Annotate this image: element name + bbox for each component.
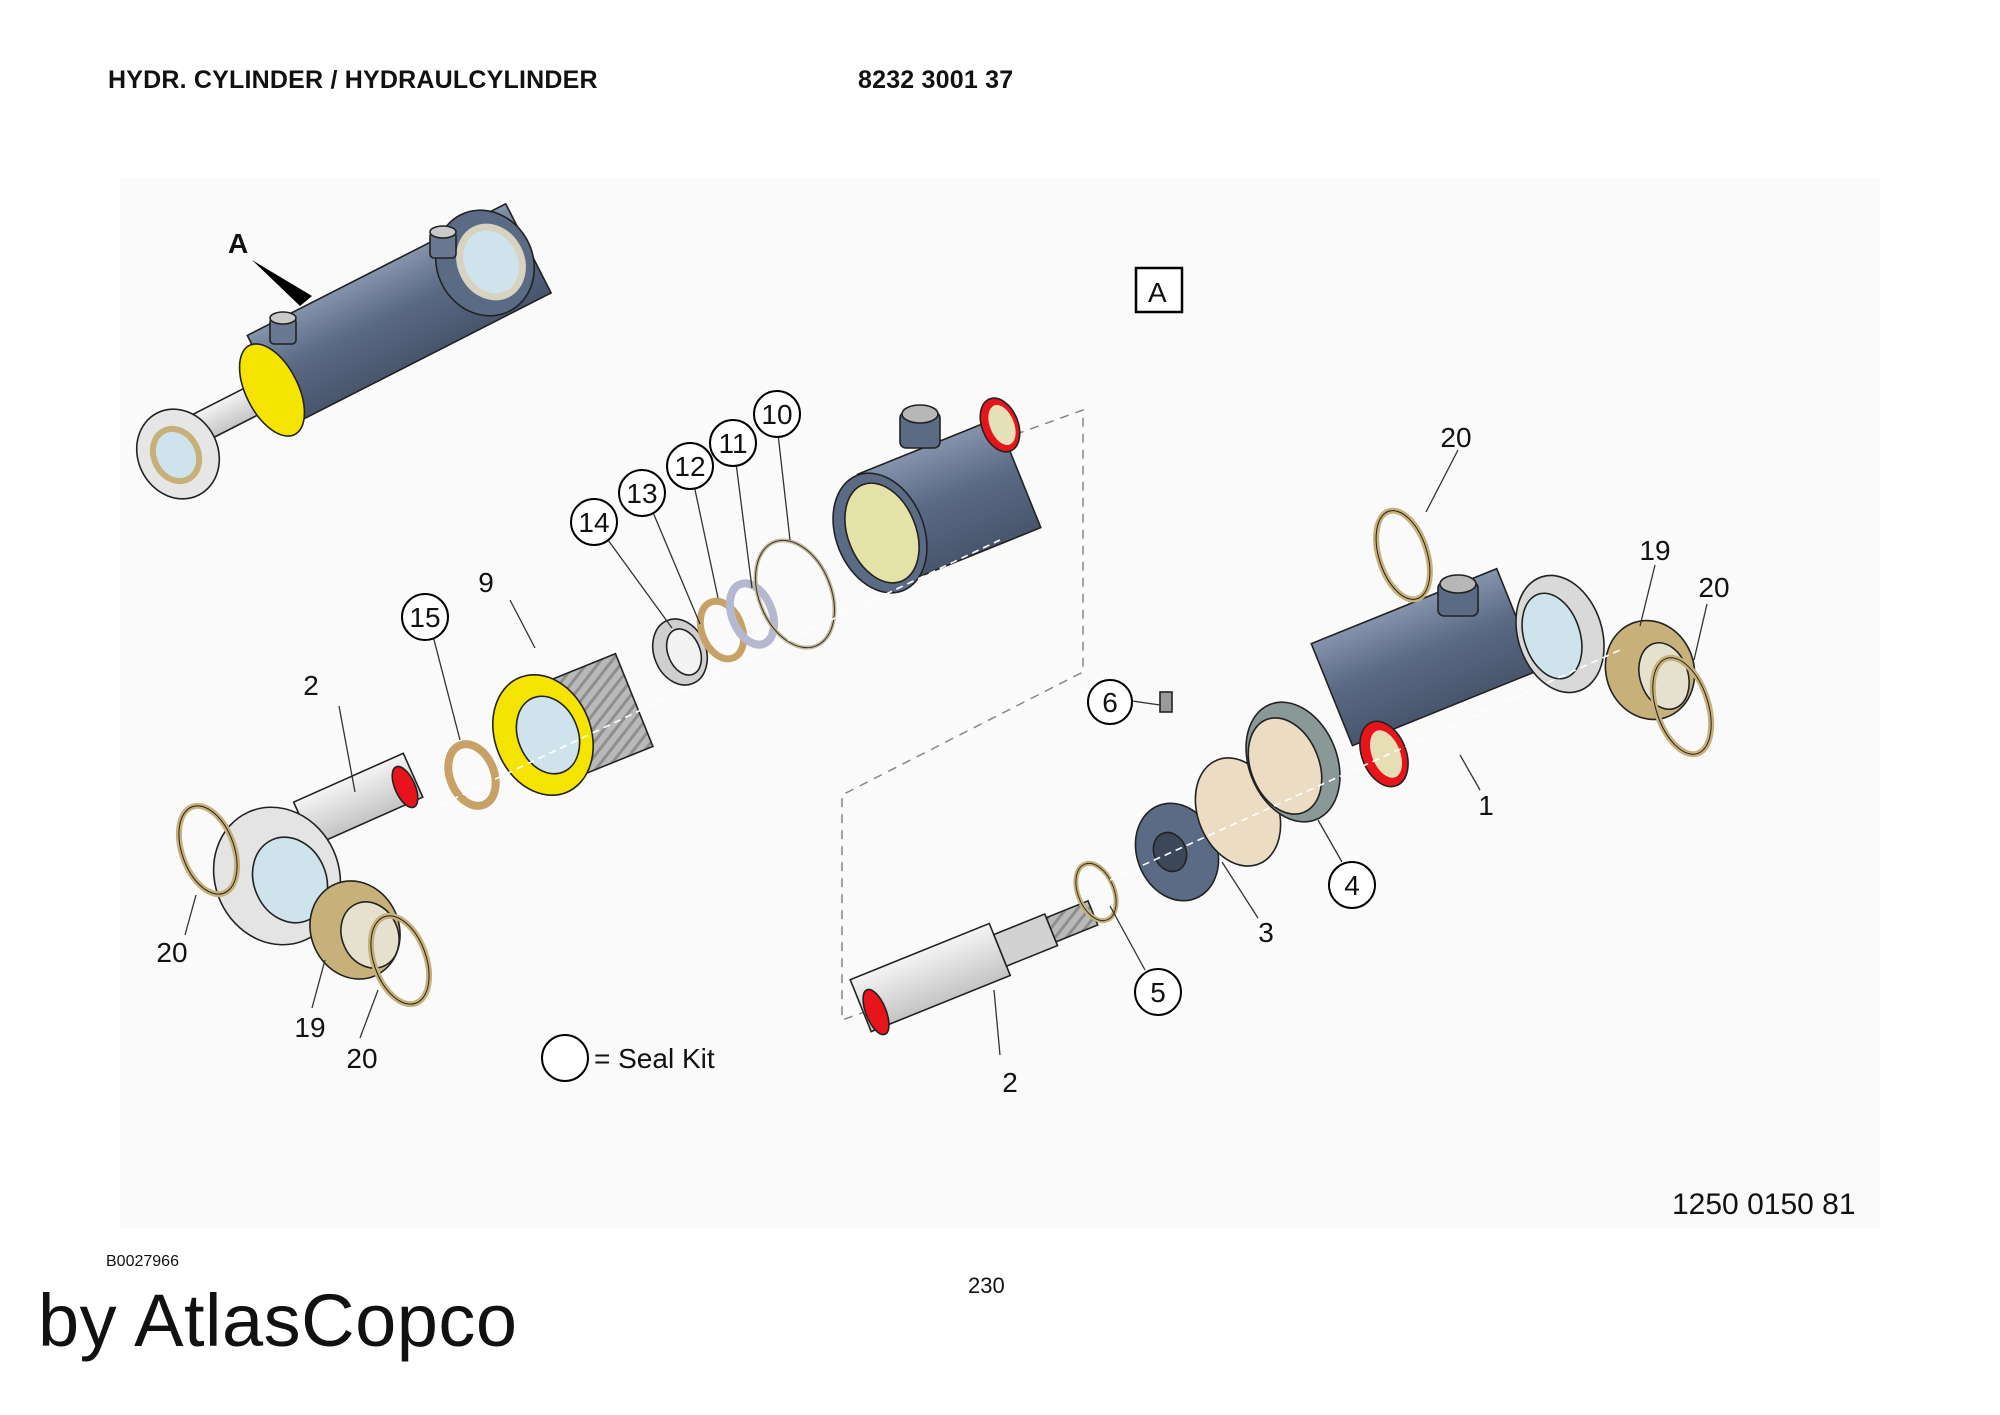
callout-12: 12: [674, 451, 705, 482]
assembly-guide: [841, 408, 1084, 1022]
cylinder-body: [1310, 507, 1715, 788]
piston-assembly: [1073, 691, 1341, 924]
callout-1: 1: [1478, 790, 1494, 821]
callout-14: 14: [578, 507, 609, 538]
callout-20-top: 20: [1440, 422, 1471, 453]
centre-axis-right: [1109, 649, 1621, 881]
cylinder-tube: [832, 397, 1042, 594]
callout-4: 4: [1344, 870, 1360, 901]
part-number: 8232 3001 37: [858, 66, 1014, 94]
view-box-label: A: [1148, 277, 1167, 308]
callout-19-left: 19: [294, 1012, 325, 1043]
piston-rod: [849, 899, 1099, 1036]
callout-2-lower: 2: [1002, 1067, 1018, 1098]
callout-20-bottom: 20: [346, 1043, 377, 1074]
view-arrow: [252, 260, 312, 306]
page-number: 230: [968, 1273, 1005, 1298]
drawing-code: B0027966: [106, 1253, 179, 1270]
callout-19-right: 19: [1639, 535, 1670, 566]
callout-2-upper: 2: [303, 670, 319, 701]
callout-20-left: 20: [156, 937, 187, 968]
reference-number: 1250 0150 81: [1672, 1188, 1856, 1221]
centre-axis-left: [429, 539, 1001, 811]
callout-5: 5: [1150, 977, 1166, 1008]
seal-kit-circles: [401, 390, 1376, 1082]
callout-9: 9: [478, 567, 494, 598]
seal-kit-legend: = Seal Kit: [594, 1043, 715, 1074]
callout-20-right: 20: [1698, 572, 1729, 603]
watermark-text: by AtlasCopco: [38, 1279, 518, 1362]
callout-3: 3: [1258, 917, 1274, 948]
callout-10: 10: [761, 399, 792, 430]
gland-and-seals: [444, 538, 837, 810]
assembled-cylinder: [135, 202, 553, 500]
view-box: [1134, 266, 1184, 314]
callout-11: 11: [718, 428, 747, 459]
rod-eye-assembly: [175, 752, 433, 1008]
callout-13: 13: [626, 478, 657, 509]
view-arrow-label: A: [228, 228, 248, 259]
callout-6: 6: [1102, 687, 1118, 718]
callout-15: 15: [409, 602, 440, 633]
exploded-view-drawing: A A: [120, 178, 1880, 1228]
page-title: HYDR. CYLINDER / HYDRAULCYLINDER: [108, 66, 598, 94]
leader-lines: [184, 433, 1708, 1056]
